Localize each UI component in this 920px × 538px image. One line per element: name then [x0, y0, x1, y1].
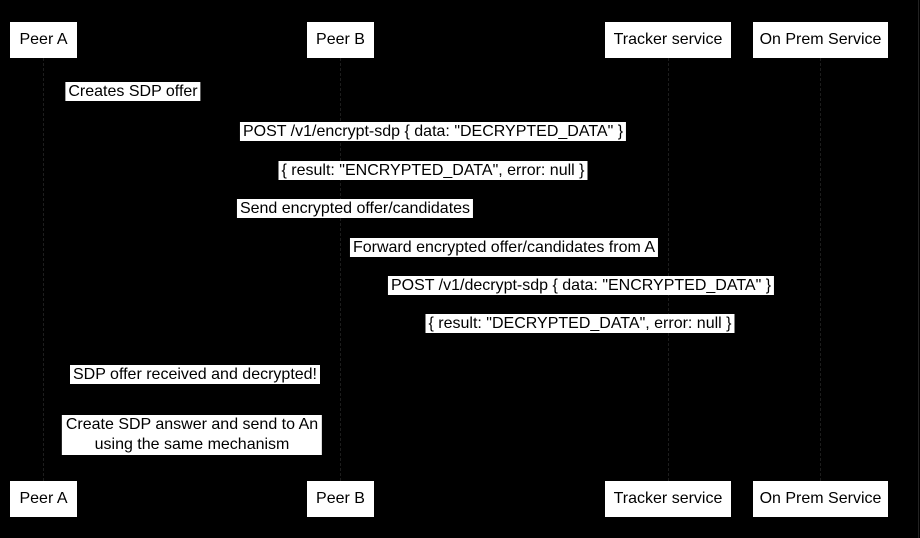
message-forward-encrypted: Forward encrypted offer/candidates from …	[349, 238, 659, 257]
message-encrypt-result: { result: "ENCRYPTED_DATA", error: null …	[278, 161, 588, 180]
note-create-sdp-answer: Create SDP answer and send to An using t…	[61, 415, 323, 455]
participant-peer-b-top: Peer B	[307, 22, 374, 58]
lifeline-tracker	[668, 58, 669, 481]
participant-tracker-bottom: Tracker service	[605, 481, 731, 517]
lifeline-peer-a	[43, 58, 44, 481]
lifeline-peer-b	[340, 58, 341, 481]
participant-peer-a-bottom: Peer A	[10, 481, 77, 517]
participant-on-prem-top: On Prem Service	[753, 22, 888, 58]
note-create-sdp-answer-line1: Create SDP answer and send to An	[65, 416, 319, 433]
message-post-encrypt-sdp: POST /v1/encrypt-sdp { data: "DECRYPTED_…	[239, 122, 627, 141]
participant-on-prem-bottom: On Prem Service	[753, 481, 888, 517]
message-decrypt-result: { result: "DECRYPTED_DATA", error: null …	[425, 314, 735, 333]
message-offer-received: SDP offer received and decrypted!	[70, 365, 320, 384]
lifeline-on-prem	[820, 58, 821, 481]
message-post-decrypt-sdp: POST /v1/decrypt-sdp { data: "ENCRYPTED_…	[387, 276, 775, 295]
message-send-encrypted: Send encrypted offer/candidates	[236, 199, 474, 218]
participant-peer-b-bottom: Peer B	[307, 481, 374, 517]
window-edge-line	[918, 0, 919, 538]
participant-peer-a-top: Peer A	[10, 22, 77, 58]
note-create-sdp-answer-line2: using the same mechanism	[94, 436, 290, 453]
note-creates-sdp-offer: Creates SDP offer	[65, 82, 201, 101]
participant-tracker-top: Tracker service	[605, 22, 731, 58]
